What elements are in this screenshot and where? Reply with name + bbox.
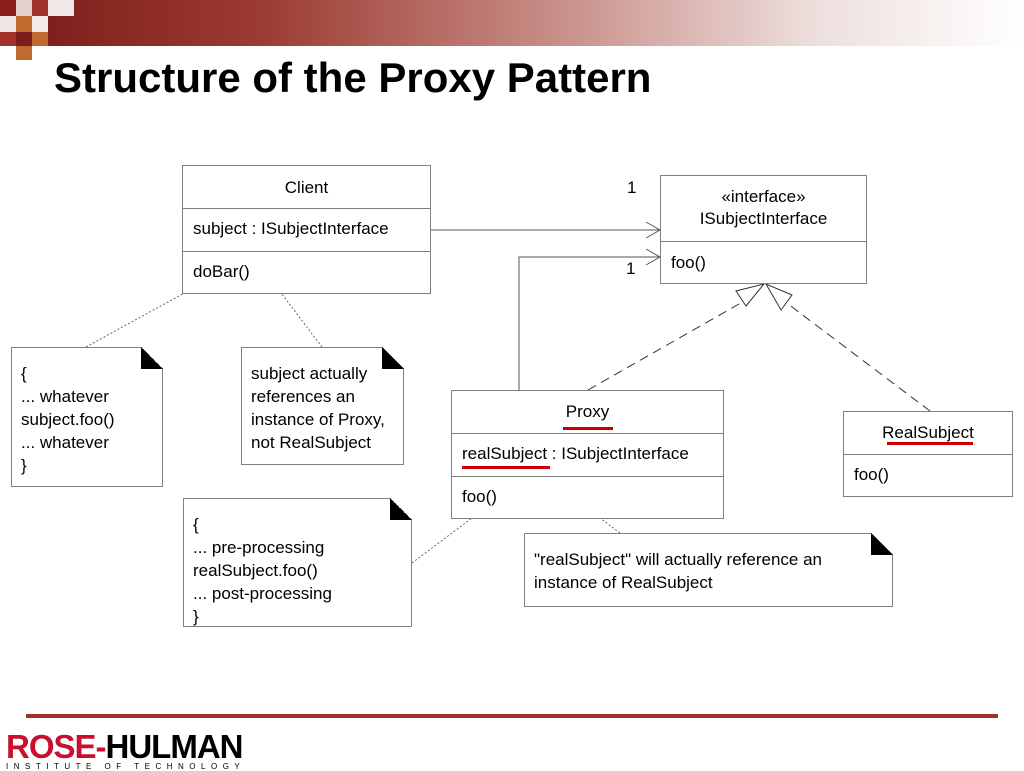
realization-arrowhead xyxy=(764,282,793,311)
client-class: Client subject : ISubjectInterface doBar… xyxy=(182,165,431,294)
class-name: Proxy xyxy=(452,391,723,434)
class-name: ISubjectInterface xyxy=(699,209,828,228)
emphasis-underline xyxy=(462,466,550,469)
note-proxy-foo: { ... pre-processing realSubject.foo() .… xyxy=(183,498,412,627)
header-square-decoration xyxy=(16,46,32,60)
rose-hulman-logo: ROSE-HULMAN INSTITUTE OF TECHNOLOGY xyxy=(6,730,246,771)
note-line: subject actually xyxy=(251,364,368,383)
note-anchor-line xyxy=(411,514,477,564)
header-square-decoration xyxy=(0,32,16,46)
note-line: ... whatever xyxy=(21,387,109,406)
logo-hulman: HULMAN xyxy=(105,728,244,765)
note-fold-corner xyxy=(390,498,412,520)
header-square-decoration xyxy=(32,16,48,32)
note-fold-corner xyxy=(871,533,893,555)
class-operation: doBar() xyxy=(193,262,250,281)
interface-header: «interface» ISubjectInterface xyxy=(661,176,866,242)
note-fold-corner xyxy=(141,347,163,369)
note-line: instance of Proxy, xyxy=(251,410,385,429)
logo-wordmark: ROSE-HULMAN xyxy=(6,730,245,763)
class-name: Client xyxy=(183,166,430,209)
note-line: references an xyxy=(251,387,355,406)
proxy-class: Proxy realSubject : ISubjectInterface fo… xyxy=(451,390,724,519)
note-line: "realSubject" will actually reference an xyxy=(534,550,822,569)
slide-title: Structure of the Proxy Pattern xyxy=(54,54,652,101)
note-proxy-realsubject: "realSubject" will actually reference an… xyxy=(524,533,893,607)
class-operation: foo() xyxy=(854,465,889,484)
note-line: } xyxy=(21,456,27,475)
header-square-decoration xyxy=(16,0,32,16)
note-anchor-line xyxy=(85,284,200,348)
note-line: { xyxy=(21,364,27,383)
association-proxy-interface xyxy=(518,256,660,390)
real-subject-class: RealSubject foo() xyxy=(843,411,1013,497)
note-fold-corner xyxy=(382,347,404,369)
header-square-decoration xyxy=(0,0,16,16)
logo-rose: ROSE- xyxy=(6,728,107,765)
class-operation: foo() xyxy=(462,487,497,506)
subject-interface-class: «interface» ISubjectInterface foo() xyxy=(660,175,867,284)
realization-proxy xyxy=(587,299,747,391)
emphasis-underline xyxy=(563,427,613,430)
header-gradient-bar xyxy=(0,0,1024,46)
header-square-decoration xyxy=(0,16,16,32)
header-square-decoration xyxy=(16,16,32,32)
multiplicity-label: 1 xyxy=(627,178,637,197)
class-name: RealSubject xyxy=(844,412,1012,455)
note-line: instance of RealSubject xyxy=(534,573,713,592)
header-square-decoration xyxy=(32,32,48,46)
note-line: realSubject.foo() xyxy=(193,561,318,580)
multiplicity-label: 1 xyxy=(626,259,636,278)
note-line: } xyxy=(193,607,199,626)
note-line: not RealSubject xyxy=(251,433,372,452)
realization-realsubject xyxy=(787,303,931,412)
emphasis-underline xyxy=(887,442,973,445)
note-line: { xyxy=(193,515,199,534)
note-client-dobar: { ... whatever subject.foo() ... whateve… xyxy=(11,347,163,487)
header-square-decoration xyxy=(48,0,74,16)
interface-stereotype: «interface» xyxy=(721,187,806,206)
note-line: subject.foo() xyxy=(21,410,115,429)
class-operation: foo() xyxy=(671,253,706,272)
class-attribute: subject : ISubjectInterface xyxy=(183,209,430,252)
note-client-subject: subject actually references an instance … xyxy=(241,347,404,465)
realization-arrowhead xyxy=(735,283,766,307)
note-line: ... post-processing xyxy=(193,584,332,603)
footer-rule xyxy=(26,714,998,718)
header-square-decoration xyxy=(32,0,48,16)
class-attribute: realSubject : ISubjectInterface xyxy=(452,434,723,477)
note-anchor-line xyxy=(243,243,323,348)
note-line: ... whatever xyxy=(21,433,109,452)
note-line: ... pre-processing xyxy=(193,538,325,557)
logo-subtitle: INSTITUTE OF TECHNOLOGY xyxy=(6,762,246,771)
